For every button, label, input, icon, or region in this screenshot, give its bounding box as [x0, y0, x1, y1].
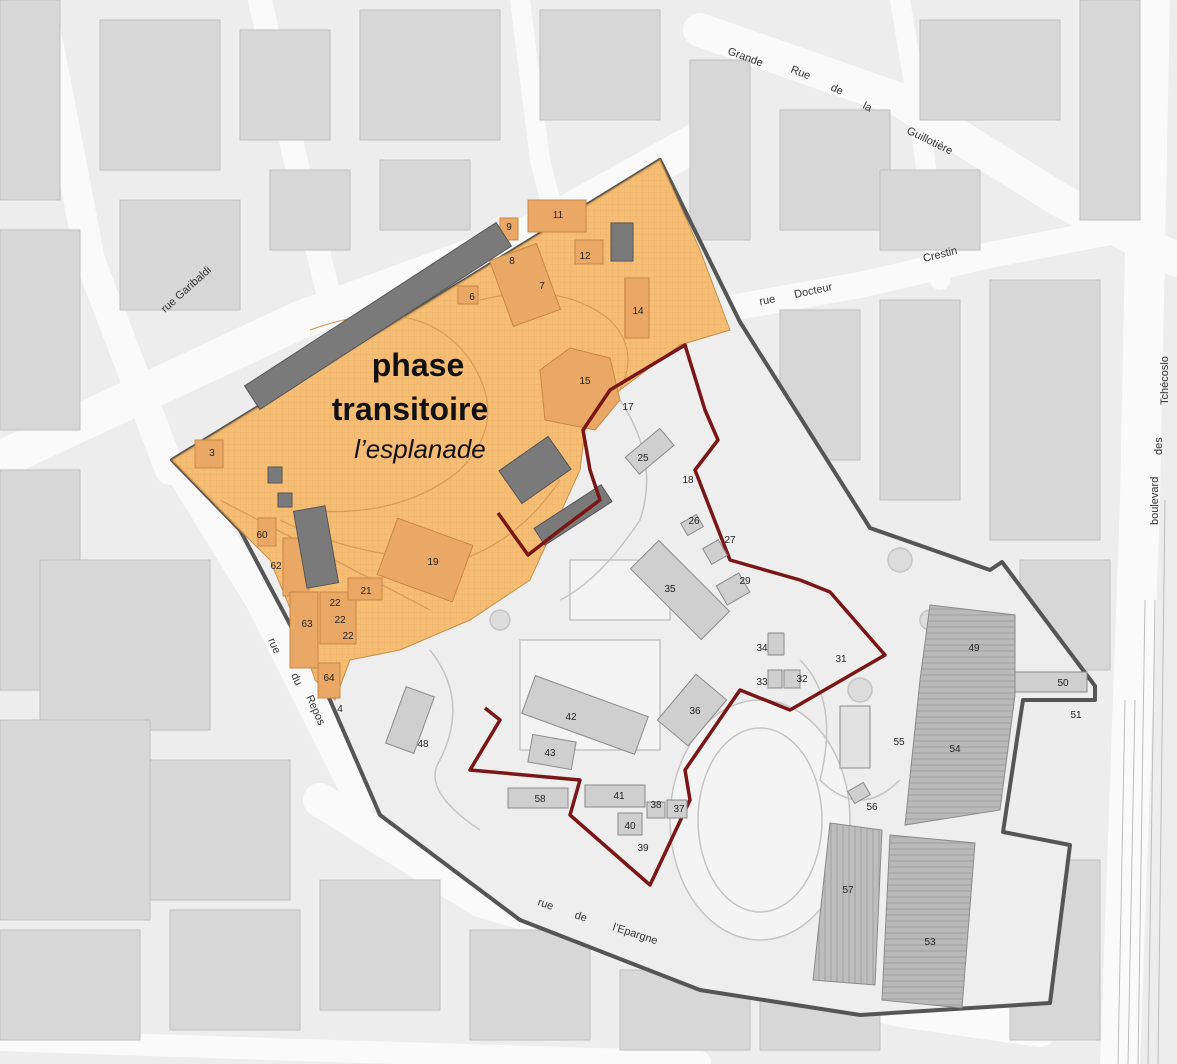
building-label: 29 [739, 576, 751, 587]
building-label: 51 [1070, 710, 1082, 721]
building-label: 53 [924, 937, 936, 948]
building-label: 22 [329, 598, 341, 609]
building-label: 7 [539, 281, 545, 292]
building-label: 26 [688, 516, 700, 527]
label-repos-1: rue [265, 636, 282, 655]
building-label: 19 [427, 557, 439, 568]
building-label: 4 [337, 704, 343, 715]
street-docteur-crestin [707, 217, 1133, 323]
building-label: 58 [534, 794, 546, 805]
building-label: 37 [673, 804, 685, 815]
phase-subtitle: l’esplanade [354, 434, 486, 464]
warehouses [812, 604, 1088, 1009]
building-label: 57 [842, 885, 854, 896]
label-epargne-1: rue [536, 896, 555, 912]
building-label: 9 [506, 222, 512, 233]
label-boulevard-1: boulevard [1149, 477, 1161, 525]
building-label: 18 [682, 475, 694, 486]
label-epargne-2: de [573, 909, 588, 924]
label-repos-2: du [288, 671, 304, 687]
building-label: 36 [689, 706, 701, 717]
new-buildings [243, 221, 634, 589]
building-label: 60 [256, 530, 268, 541]
street-south [0, 1029, 711, 1064]
building-label: 15 [579, 376, 591, 387]
building-label: 62 [270, 561, 282, 572]
building-label: 31 [835, 654, 847, 665]
building-label: 50 [1057, 678, 1069, 689]
building-label: 14 [632, 306, 644, 317]
building-label: 42 [565, 712, 577, 723]
building-label: 54 [949, 744, 961, 755]
building-label: 25 [637, 453, 649, 464]
building-label: 11 [553, 210, 564, 221]
phase-title: phase transitoire l’esplanade [332, 347, 488, 464]
building-label: 8 [509, 256, 515, 267]
phase-title-line1: phase [372, 347, 464, 383]
building-label: 35 [664, 584, 676, 595]
building-label: 22 [342, 631, 354, 642]
label-boulevard-2: des [1153, 437, 1165, 455]
long-building [243, 221, 513, 411]
label-crestin-1: rue [758, 293, 776, 308]
building-label: 48 [417, 739, 429, 750]
building-label: 12 [579, 251, 591, 262]
building-label: 49 [968, 643, 980, 654]
phase-title-line2: transitoire [332, 391, 488, 427]
building-label: 38 [650, 800, 662, 811]
building-label: 34 [756, 643, 768, 654]
building-label: 17 [622, 402, 634, 413]
building-label: 55 [893, 737, 905, 748]
building-numbers: 3 4 6 7 8 9 11 12 14 15 17 18 19 21 22 2… [209, 210, 1082, 948]
building-label: 39 [637, 843, 649, 854]
building-label: 33 [756, 677, 768, 688]
building-label: 3 [209, 448, 215, 459]
fort-outline [468, 343, 887, 887]
rail-lines [1117, 499, 1166, 1064]
building-label: 22 [334, 615, 346, 626]
existing-buildings [385, 427, 871, 836]
building-label: 63 [301, 619, 313, 630]
building-label: 64 [323, 673, 335, 684]
building-label: 21 [360, 586, 372, 597]
building-label: 43 [544, 748, 556, 759]
running-track [669, 699, 851, 941]
label-grande-3: de [829, 82, 845, 98]
building-label: 6 [469, 292, 475, 303]
building-label: 27 [724, 535, 736, 546]
building-label: 56 [866, 802, 878, 813]
building-label: 41 [613, 791, 625, 802]
label-boulevard-3: Tchécoslo [1159, 356, 1171, 405]
building-label: 40 [624, 821, 636, 832]
street-boulevard [1100, 0, 1170, 1064]
zone-buildings [194, 199, 650, 699]
building-label: 32 [796, 674, 808, 685]
